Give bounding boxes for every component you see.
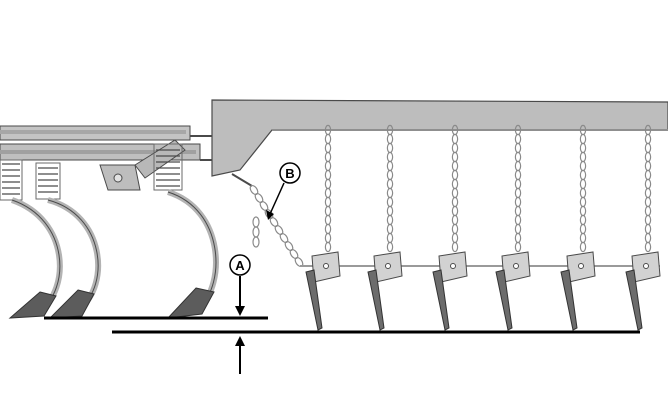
callout-a: A bbox=[229, 254, 251, 276]
spring-shank-2 bbox=[35, 162, 102, 319]
harrow-unit-4 bbox=[495, 124, 531, 331]
callout-b: B bbox=[266, 162, 301, 220]
harrow-unit-1 bbox=[305, 124, 341, 331]
harrow-unit-5 bbox=[560, 124, 596, 331]
harrow-unit-2 bbox=[367, 124, 403, 331]
harrow-frame bbox=[211, 99, 668, 187]
harrow-units bbox=[305, 124, 661, 331]
dimension-arrow-a bbox=[235, 276, 245, 374]
spring-shank-1 bbox=[0, 159, 63, 319]
front-chain bbox=[249, 184, 304, 268]
harrow-unit-6 bbox=[625, 124, 661, 331]
harrow-unit-3 bbox=[432, 124, 468, 331]
cultivator-frame bbox=[0, 125, 222, 191]
spring-shank-3 bbox=[153, 143, 219, 319]
callout-a-label: A bbox=[235, 258, 245, 273]
callout-b-label: B bbox=[285, 166, 294, 181]
